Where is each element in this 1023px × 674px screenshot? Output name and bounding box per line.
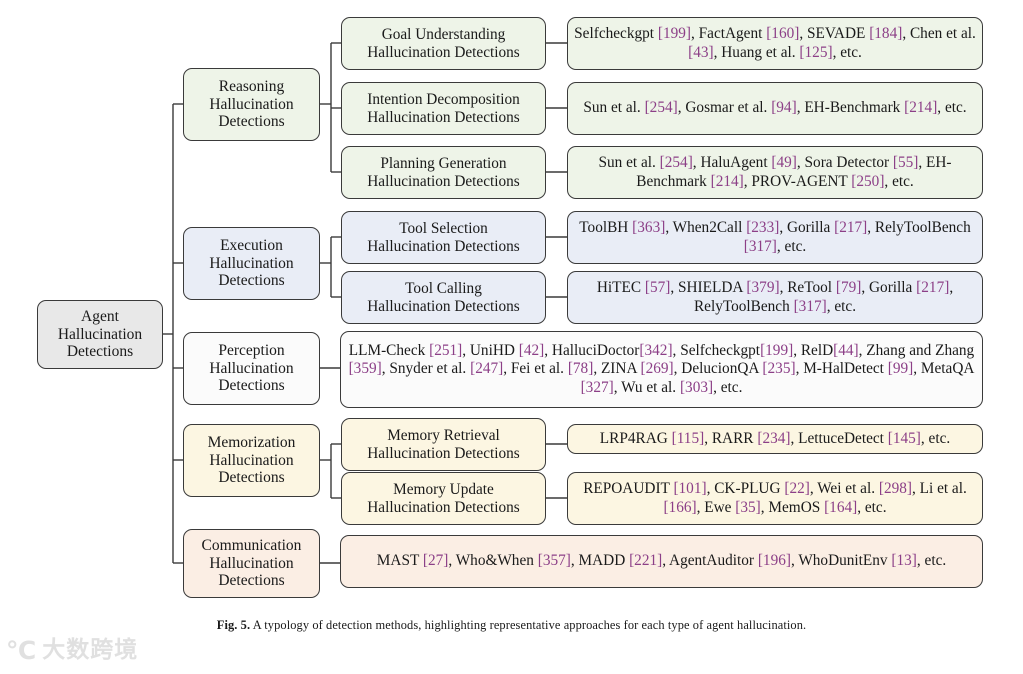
watermark-logo-icon: ℃ (6, 636, 37, 665)
references-box-perception[interactable]: LLM-Check [251], UniHD [42], HalluciDoct… (340, 331, 983, 408)
references-text-perception: LLM-Check [251], UniHD [42], HalluciDoct… (348, 341, 975, 396)
references-text-intention-decomposition: Sun et al. [254], Gosmar et al. [94], EH… (583, 99, 967, 117)
references-text-planning-generation: Sun et al. [254], HaluAgent [49], Sora D… (598, 153, 952, 190)
references-text-memory-retrieval: LRP4RAG [115], RARR [234], LettuceDetect… (599, 429, 951, 447)
references-text-tool-selection: ToolBH [363], When2Call [233], Gorilla [… (579, 218, 971, 255)
watermark: ℃ 大数跨境 (6, 638, 138, 663)
references-box-memory-update[interactable]: REPOAUDIT [101], CK-PLUG [22], Wei et al… (567, 472, 983, 525)
references-text-tool-calling: HiTEC [57], SHIELDA [379], ReTool [79], … (596, 278, 954, 315)
figure-caption-text: A typology of detection methods, highlig… (252, 618, 807, 632)
references-box-planning-generation[interactable]: Sun et al. [254], HaluAgent [49], Sora D… (567, 146, 983, 199)
figure-caption: Fig. 5. A typology of detection methods,… (0, 618, 1023, 633)
references-box-communication[interactable]: MAST [27], Who&When [357], MADD [221], A… (340, 535, 983, 588)
references-box-memory-retrieval[interactable]: LRP4RAG [115], RARR [234], LettuceDetect… (567, 424, 983, 454)
figure-caption-label: Fig. 5. (216, 618, 251, 632)
references-box-tool-selection[interactable]: ToolBH [363], When2Call [233], Gorilla [… (567, 211, 983, 264)
references-text-communication: MAST [27], Who&When [357], MADD [221], A… (376, 552, 947, 570)
references-text-goal-understanding: Selfcheckgpt [199], FactAgent [160], SEV… (574, 24, 976, 61)
references-box-goal-understanding[interactable]: Selfcheckgpt [199], FactAgent [160], SEV… (567, 17, 983, 70)
references-text-memory-update: REPOAUDIT [101], CK-PLUG [22], Wei et al… (583, 479, 967, 516)
watermark-label: 大数跨境 (42, 637, 139, 663)
references-box-tool-calling[interactable]: HiTEC [57], SHIELDA [379], ReTool [79], … (567, 271, 983, 324)
references-box-intention-decomposition[interactable]: Sun et al. [254], Gosmar et al. [94], EH… (567, 82, 983, 135)
